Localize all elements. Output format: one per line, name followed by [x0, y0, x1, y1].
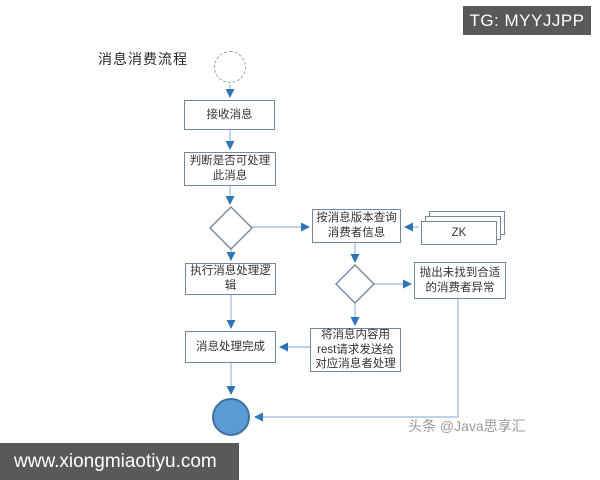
node-send-rest-request: 将消息内容用 rest请求发送给 对应消息者处理	[310, 328, 401, 372]
decision-diamond-can-process	[209, 206, 253, 250]
start-node-dashed-circle	[214, 51, 246, 83]
connector-throw-to-end	[254, 299, 459, 422]
toutiao-watermark-text: 头条 @Java思享汇	[408, 418, 526, 434]
node-processing-complete: 消息处理完成	[185, 331, 276, 363]
tg-watermark-banner: TG: MYYJJPP	[463, 6, 591, 35]
diagram-title: 消息消费流程	[98, 51, 188, 67]
node-throw-consumer-exception: 抛出未找到合适 的消费者异常	[414, 262, 506, 299]
zk-stack-front: ZK	[421, 221, 497, 245]
node-query-consumer-info: 按消息版本查询 消费者信息	[312, 209, 401, 243]
node-receive-message: 接收消息	[184, 100, 275, 130]
node-execute-processing-logic: 执行消息处理逻 辑	[185, 263, 276, 295]
decision-diamond-consumer-found	[335, 264, 375, 304]
end-node-filled-circle	[212, 398, 250, 436]
website-watermark-banner: www.xiongmiaotiyu.com	[0, 443, 239, 480]
node-judge-processable: 判断是否可处理 此消息	[184, 152, 276, 186]
